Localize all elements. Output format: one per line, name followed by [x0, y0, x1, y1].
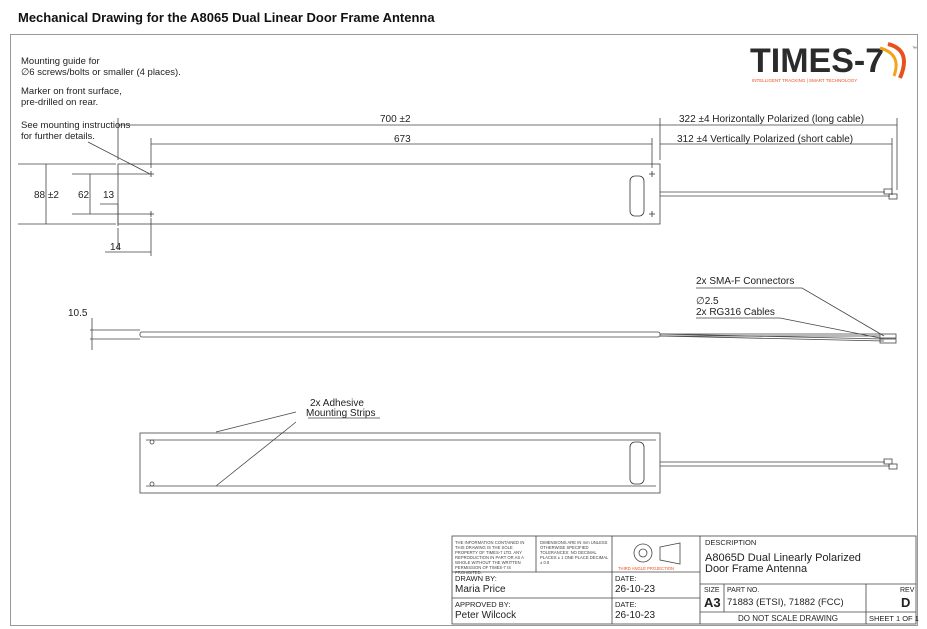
svg-text:™: ™: [912, 46, 917, 52]
logo-tagline: INTELLIGENT TRACKING | SMART TECHNOLOGY: [752, 78, 857, 83]
page-title: Mechanical Drawing for the A8065 Dual Li…: [18, 10, 435, 25]
tb-sheet: SHEET 1 OF 1: [869, 614, 919, 623]
dim-horizontal-cable: 322 ±4 Horizontally Polarized (long cabl…: [679, 114, 865, 125]
tb-rev: D: [901, 595, 911, 610]
drawing-sheet: [10, 34, 918, 626]
tb-disclaimer: THE INFORMATION CONTAINED IN THIS DRAWIN…: [455, 540, 525, 575]
tb-approved-date: 26-10-23: [615, 610, 656, 621]
dim-overall-length: 700 ±2: [380, 114, 411, 125]
dim-hole-spacing: 673: [394, 134, 411, 145]
note-mounting-guide: Mounting guide for ∅6 screws/bolts or sm…: [21, 56, 181, 78]
dim-hole-offset-x: 14: [110, 242, 122, 253]
dim-thickness: 10.5: [68, 308, 88, 319]
dim-height: 88 ±2: [34, 190, 59, 201]
tb-part-no: 71883 (ETSI), 71882 (FCC): [727, 597, 844, 608]
tb-description-label: DESCRIPTION: [705, 538, 757, 547]
tb-approved-by: Peter Wilcock: [455, 610, 517, 621]
callout-cables: 2x RG316 Cables: [696, 307, 775, 318]
tb-description-2: Door Frame Antenna: [705, 563, 808, 575]
front-view-body: [117, 163, 661, 225]
times7-logo: TIMES-7 ™ INTELLIGENT TRACKING | SMART T…: [750, 40, 920, 95]
tb-do-not-scale: DO NOT SCALE DRAWING: [738, 614, 839, 623]
dim-hole-height: 62: [78, 190, 90, 201]
tb-approved-by-label: APPROVED BY:: [455, 600, 511, 609]
tb-rev-label: REV: [900, 587, 915, 594]
dim-vertical-cable: 312 ±4 Vertically Polarized (short cable…: [677, 134, 854, 145]
callout-connectors: 2x SMA-F Connectors: [696, 276, 795, 287]
callout-adhesive-2: Mounting Strips: [306, 408, 376, 419]
tb-part-label: PART NO.: [727, 587, 760, 594]
tb-drawn-date: 26-10-23: [615, 584, 656, 595]
note-instructions: See mounting instructions for further de…: [21, 120, 131, 142]
tb-description-1: A8065D Dual Linearly Polarized: [705, 552, 861, 564]
callout-adhesive-1: 2x Adhesive: [310, 398, 364, 409]
note-marker: Marker on front surface, pre-drilled on …: [21, 86, 122, 108]
tb-tolerances: DIMENSIONS ARE IN mm UNLESS OTHERWISE SP…: [540, 540, 609, 565]
logo-text: TIMES-7: [750, 42, 884, 80]
tb-drawn-by: Maria Price: [455, 584, 506, 595]
tb-size: A3: [704, 595, 721, 610]
tb-drawn-date-label: DATE:: [615, 574, 637, 583]
tb-drawn-by-label: DRAWN BY:: [455, 574, 497, 583]
tb-approved-date-label: DATE:: [615, 600, 637, 609]
tb-projection: THIRD ANGLE PROJECTION: [618, 566, 675, 571]
dim-hole-offset-y: 13: [103, 190, 115, 201]
tb-size-label: SIZE: [704, 587, 720, 594]
callout-cable-diameter: ∅2.5: [696, 296, 719, 307]
